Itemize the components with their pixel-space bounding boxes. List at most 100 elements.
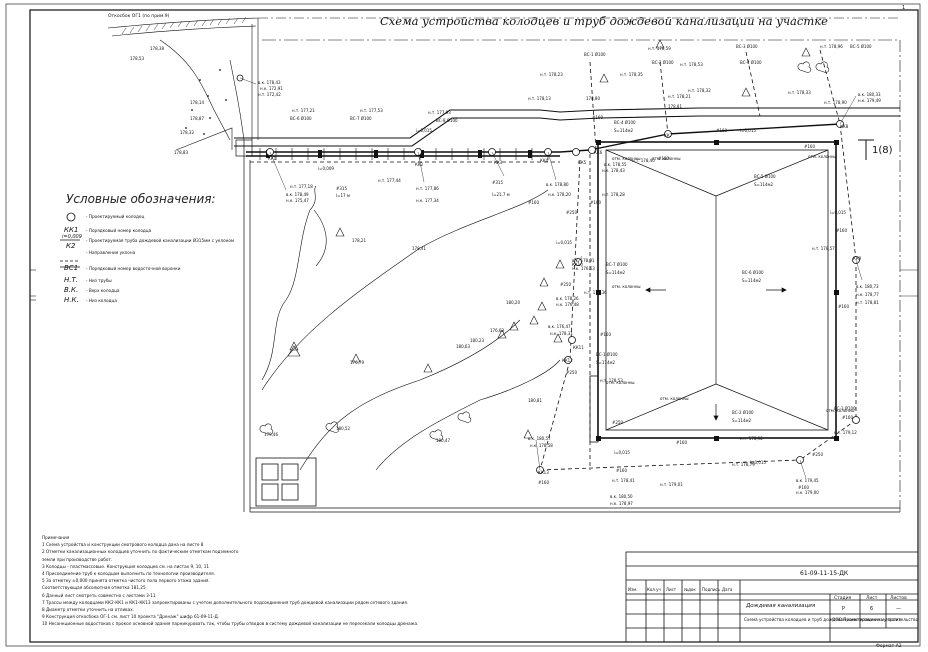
drawing-annotation: КК3 — [494, 160, 503, 165]
drawing-title: Схема устройства колодцев и труб дождево… — [380, 14, 828, 28]
drawing-annotation: i=0,015 — [830, 210, 846, 215]
drawing-annotation: 178,41 — [412, 246, 426, 251]
note-line: 8 Диаметр отметки уточнить на отливах. — [42, 607, 135, 613]
building-columns — [596, 140, 839, 441]
well-kk12 — [564, 356, 572, 364]
drawing-annotation: S=114м2 — [754, 182, 774, 187]
drawing-annotation: КК12 — [562, 358, 573, 363]
drawing-annotation: #160 — [838, 304, 849, 309]
legend-item-text: - Проектируемая труба дождевой канализац… — [86, 238, 235, 243]
drawing-annotation: #160 — [538, 480, 549, 485]
drawing-annotation: н.т. 178,40 — [632, 158, 655, 163]
drawing-annotation: КК10 — [572, 262, 583, 267]
drawing-annotation: н.т. 178,59 — [648, 46, 671, 51]
section-mark — [858, 139, 874, 160]
drawing-annotation: н.т. 178,35 — [620, 72, 643, 77]
legend-item-text: - Низ колодца — [86, 298, 117, 303]
sheet-outer-border — [5, 3, 921, 647]
pipeline-main — [246, 123, 841, 157]
drawing-annotation: i=0,015 — [614, 450, 630, 455]
drawing-annotation: l=17 м — [336, 193, 350, 198]
drawing-annotation: ВС-2 Ø100 — [652, 60, 674, 65]
drawing-annotation: ВС-7 Ø100 — [606, 262, 628, 267]
drawing-annotation: н.к. 178,20 — [548, 192, 571, 197]
drawing-annotation: #160 — [590, 200, 601, 205]
drawing-annotation: КК2 — [415, 162, 424, 167]
stamp-sheet-hdr: Лист — [866, 596, 878, 601]
drawing-annotation: #250 — [566, 210, 577, 215]
stamp-hdr: Дата — [722, 587, 733, 592]
stamp-hdr: Подпись — [702, 587, 720, 592]
well-kk7 — [664, 130, 672, 138]
drawing-annotation: отм. колонны — [606, 380, 635, 385]
note-line: 9 Конструкция откосбока ОГ-1 см. лист 10… — [42, 614, 220, 620]
drawing-annotation: н.т. 178,33 — [788, 90, 811, 95]
legend-item-symbol: К2 — [66, 242, 76, 250]
legend-item-symbol: В.К. — [64, 286, 79, 294]
leader-lines — [239, 77, 863, 479]
legend-item-symbol: i=0,009 — [62, 234, 82, 240]
drawing-annotation: н.т. 178,79 — [732, 462, 755, 467]
legend-item-text: - Порядковый номер водосточной воронки — [86, 266, 181, 271]
drawing-annotation: #160 — [804, 144, 815, 149]
note-line: Примечания — [42, 535, 70, 540]
drawing-annotation: отм. колонны — [808, 154, 837, 159]
drawing-annotation: в.к. 179,45 — [796, 478, 819, 483]
drawing-annotation: н.т. 177,18 — [290, 184, 313, 189]
drawing-annotation: ВС-5 Ø100 — [850, 44, 872, 49]
drawing-annotation: н.т. 178,41 — [612, 478, 635, 483]
note-line: 5 За отметку ±0,000 принята отметка чист… — [42, 578, 210, 584]
stamp-hdr: Изм. — [628, 587, 638, 592]
drawing-annotation: н.т. 178,28 — [602, 192, 625, 197]
stamp-format: Формат А2 — [876, 644, 902, 649]
drawing-annotation: ВС-1 Ø100 — [596, 352, 618, 357]
drawing-annotation: i=0,015 — [416, 128, 432, 133]
drawing-annotation: н.к. 179,00 — [796, 490, 819, 495]
drawing-annotation: н.т. 177,86 — [416, 186, 439, 191]
drawing-annotation: i=0,015 — [556, 240, 572, 245]
pipeline-dashed — [250, 49, 857, 471]
drawing-annotation: н.т. 177,44 — [378, 178, 401, 183]
drawing-annotation: ВС-6 Ø100 — [742, 270, 764, 275]
drawing-annotation: отм. колонны — [826, 408, 855, 413]
drawing-annotation: в.к. 178,26 — [556, 296, 579, 301]
drawing-annotation: ВС-6 Ø100 — [290, 116, 312, 121]
drawing-annotation: КК1 — [268, 156, 277, 161]
drawing-annotation: 180,52 — [336, 426, 350, 431]
drawing-annotation: КК9 — [853, 256, 862, 261]
drawing-annotation: l=21,7 м — [492, 192, 510, 197]
drawing-annotation: в.к. 178,55 — [604, 162, 627, 167]
drawing-annotation: ВС-3 Ø100 — [834, 406, 856, 411]
stamp-stage-hdr: Стадия — [834, 596, 852, 601]
drawing-annotation: н.т. 178,21 — [668, 94, 691, 99]
drawing-annotation: ВС-4 Ø100 — [740, 60, 762, 65]
drawing-annotation: 179,46 — [264, 432, 278, 437]
title-block — [625, 551, 919, 643]
drawing-annotation: н.т. 179,01 — [660, 482, 683, 487]
drawing-annotation: 178,32 — [180, 130, 194, 135]
stamp-org: ООО Проектирование и строительство — [832, 617, 919, 622]
drawing-annotation: S=114м2 — [732, 418, 752, 423]
stamp-sheet: 6 — [870, 606, 874, 612]
drawing-annotation: в.к. 178,91 — [572, 258, 595, 263]
legend-well-circle — [66, 212, 76, 222]
drawing-annotation: 178,14 — [190, 100, 204, 105]
section-mark-label: 1(8) — [872, 145, 893, 156]
note-line: 10 Несанкционные водостоков с прокол осн… — [42, 621, 419, 627]
drawing-annotation: 178,87 — [190, 116, 204, 121]
stamp-hdr: Кол.уч — [647, 587, 661, 592]
drawing-annotation: i=0,015 — [750, 460, 766, 465]
drawing-annotation: н.к. 178,97 — [610, 501, 633, 506]
sheet-number-corner: 1 — [902, 5, 906, 11]
stamp-code: 61-09-11-15-ДК — [800, 570, 849, 577]
tree-crowns — [259, 61, 830, 441]
drawing-annotation: н.т. 178,90 — [824, 100, 847, 105]
note-line: 3 Колодцы - пластмассовые. Конструкция к… — [42, 563, 210, 569]
drawing-annotation: #250 — [560, 282, 571, 287]
pipeline-ticks — [259, 148, 549, 160]
drawing-annotation: ВС-4 Ø100 — [614, 120, 636, 125]
drawing-annotation: #250 — [812, 452, 823, 457]
drawing-annotation: КК8 — [840, 124, 849, 129]
building-arrows — [645, 287, 787, 421]
drawing-annotation: в.к. 176,47 — [548, 324, 571, 329]
